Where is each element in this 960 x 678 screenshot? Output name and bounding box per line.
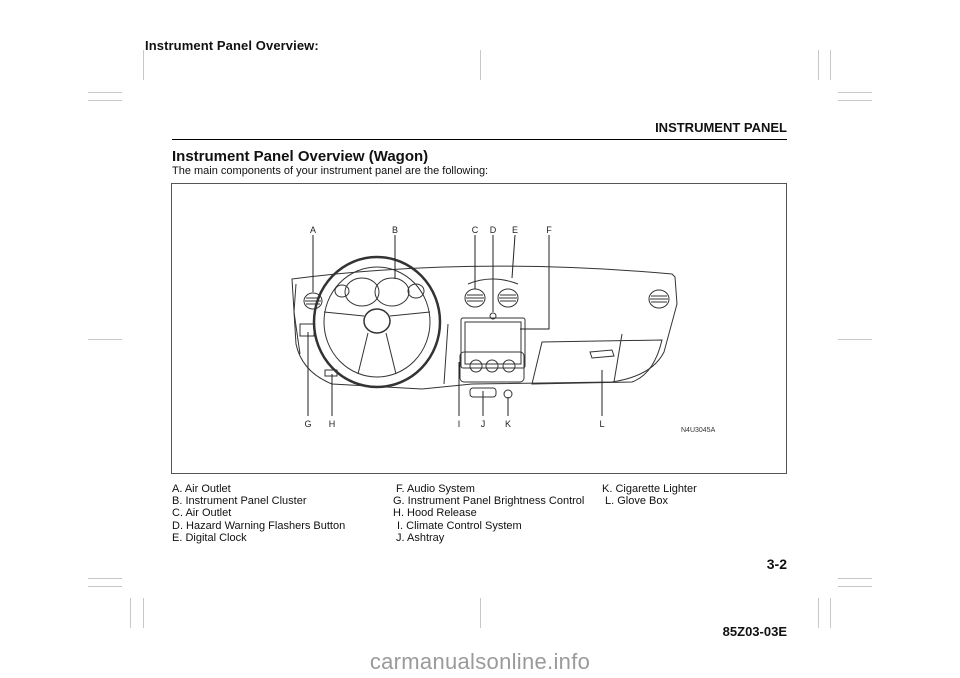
callout-j: J [480, 419, 486, 429]
watermark-link[interactable]: carmanualsonline.info [369, 649, 591, 674]
legend-item: L. Glove Box [605, 495, 668, 508]
legend-column-2: F. Audio System G. Instrument Panel Brig… [393, 483, 584, 544]
legend-item: I. Climate Control System [397, 519, 522, 532]
header-rule [172, 139, 787, 140]
page-number: 3-2 [766, 556, 787, 572]
dashboard-outline [291, 265, 678, 390]
legend-item: E. Digital Clock [172, 531, 247, 544]
legend-column-1: A. Air Outlet B. Instrument Panel Cluste… [172, 483, 345, 544]
section-heading: INSTRUMENT PANEL [655, 120, 787, 135]
page-title: Instrument Panel Overview (Wagon) [172, 148, 429, 165]
callout-d: D [489, 225, 497, 235]
legend-item: B. Instrument Panel Cluster [172, 495, 307, 508]
callout-c: C [471, 225, 479, 235]
legend-column-3: K. Cigarette Lighter L. Glove Box [602, 483, 697, 507]
glove-box [531, 339, 663, 385]
legend-item: D. Hazard Warning Flashers Button [172, 519, 346, 532]
intro-text: The main components of your instrument p… [172, 165, 489, 177]
callout-l: L [599, 419, 605, 429]
legend-item: F. Audio System [396, 483, 475, 495]
instrument-panel-figure: A B C D E F G H I J K L [171, 183, 787, 474]
callout-i: I [457, 419, 461, 429]
callout-h: H [328, 419, 336, 429]
callout-k: K [504, 419, 512, 429]
legend-item: G. Instrument Panel Brightness Control [393, 495, 585, 508]
legend-item: C. Air Outlet [172, 507, 232, 520]
legend-item: J. Ashtray [396, 531, 445, 544]
callout-g: G [304, 419, 312, 429]
legend-item: A. Air Outlet [172, 483, 231, 495]
legend-item: K. Cigarette Lighter [602, 483, 697, 495]
running-head: Instrument Panel Overview: [145, 38, 319, 53]
instrument-cluster [334, 277, 425, 307]
callout-leaders [307, 234, 603, 416]
callout-a: A [309, 225, 317, 235]
legend-item: H. Hood Release [393, 507, 477, 520]
callout-b: B [391, 225, 399, 235]
document-code: 85Z03-03E [722, 624, 787, 639]
center-console [459, 312, 526, 399]
dashboard-illustration [291, 234, 678, 416]
air-outlets [303, 278, 670, 310]
steering-wheel [312, 255, 442, 389]
callout-f: F [546, 225, 552, 235]
figure-code: N4U3045A [681, 427, 716, 434]
callout-e: E [511, 225, 519, 235]
